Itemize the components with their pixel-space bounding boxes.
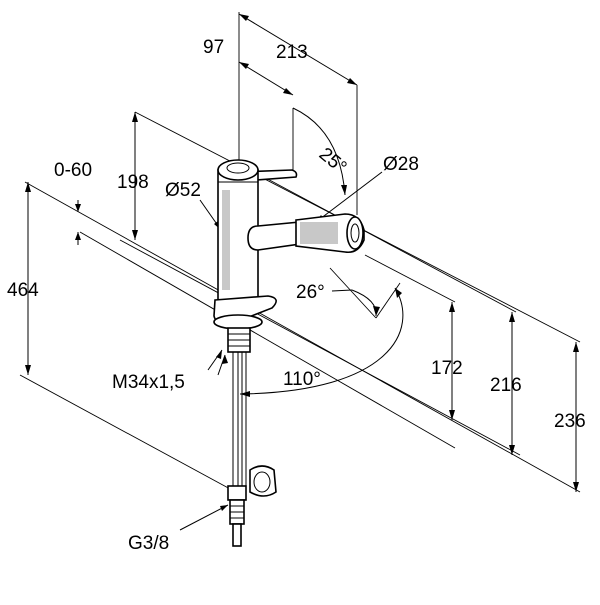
label-angle-26: 26° bbox=[296, 282, 325, 303]
label-213: 213 bbox=[276, 42, 308, 63]
label-dia-28: Ø28 bbox=[383, 154, 419, 175]
faucet-illustration bbox=[213, 159, 365, 547]
label-172: 172 bbox=[431, 358, 463, 379]
dimension-labels: 97 213 25° 198 0-60 Ø52 Ø28 464 26° M34x… bbox=[7, 37, 586, 554]
label-angle-110: 110° bbox=[283, 369, 321, 390]
label-236: 236 bbox=[554, 411, 586, 432]
dimension-lines bbox=[25, 13, 579, 492]
label-angle-25: 25° bbox=[315, 144, 351, 179]
hose-end bbox=[232, 523, 242, 547]
spray-head-shading bbox=[300, 222, 338, 244]
body-shading bbox=[222, 190, 230, 290]
label-0-60: 0-60 bbox=[54, 160, 92, 181]
mounting-plate bbox=[213, 314, 263, 330]
label-g38: G3/8 bbox=[128, 533, 169, 554]
spout-arm bbox=[247, 221, 301, 251]
label-464: 464 bbox=[7, 280, 39, 301]
body-top-cap bbox=[217, 159, 259, 181]
label-dia-52: Ø52 bbox=[165, 180, 201, 201]
spray-nozzle bbox=[346, 216, 364, 250]
label-97: 97 bbox=[203, 37, 224, 58]
hose-connector bbox=[227, 485, 247, 501]
label-198: 198 bbox=[117, 172, 149, 193]
label-216: 216 bbox=[490, 375, 522, 396]
label-m34: M34x1,5 bbox=[112, 372, 185, 393]
extension-lines bbox=[19, 12, 581, 493]
